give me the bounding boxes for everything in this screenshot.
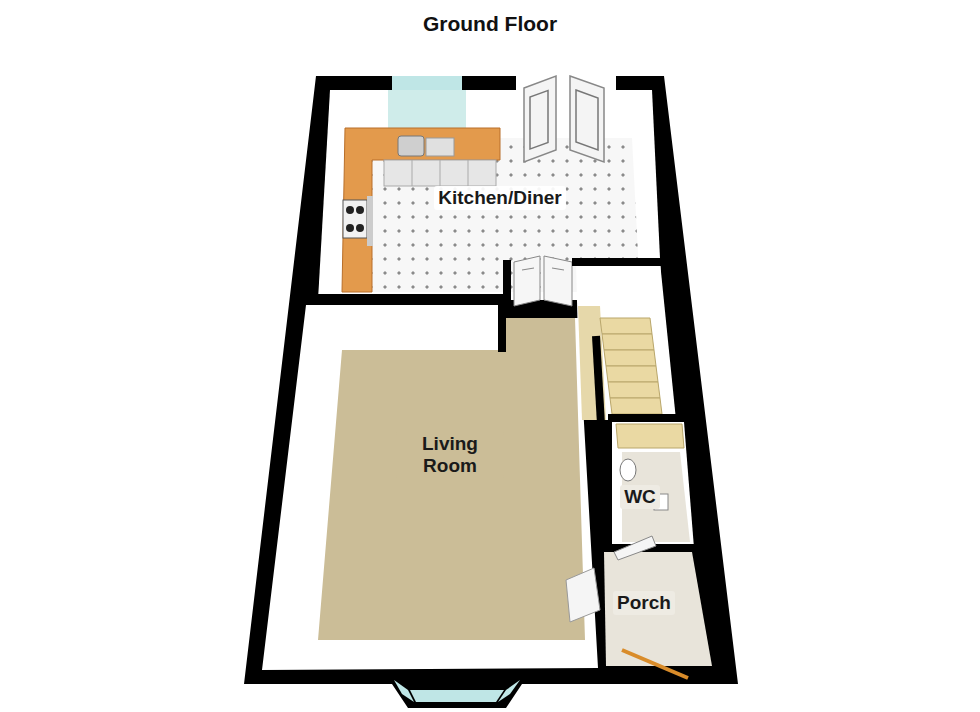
room-area: Kitchen/Diner — [372, 150, 628, 246]
room-area: Porch — [606, 585, 682, 621]
room-label: Living Room — [396, 432, 504, 478]
plan-title: Ground Floor — [0, 12, 980, 36]
room-label: WC — [620, 485, 660, 509]
room-label: Porch — [613, 591, 675, 615]
room-label: Kitchen/Diner — [434, 186, 566, 210]
room-area: Living Room — [340, 400, 560, 510]
room-area: WC — [617, 480, 663, 514]
